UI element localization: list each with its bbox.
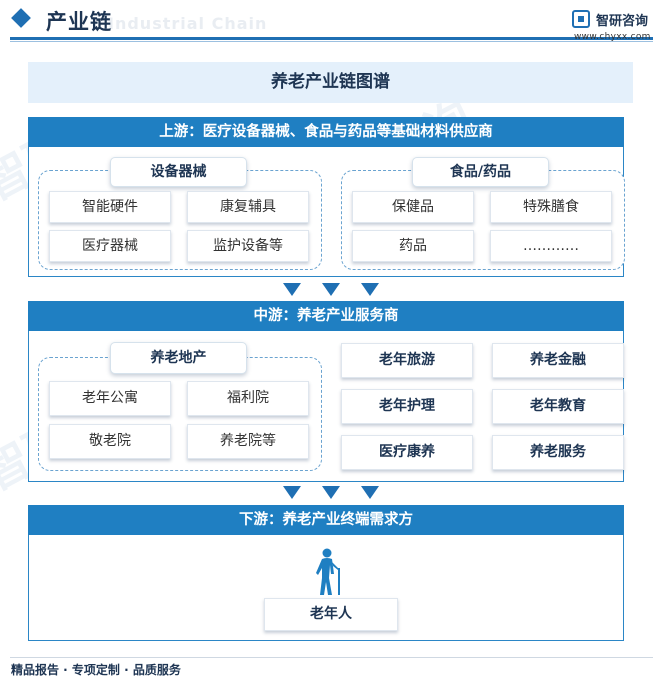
down-arrow-icon <box>283 486 301 499</box>
header-ghost-text: Industrial Chain <box>108 14 268 33</box>
header-divider <box>10 37 653 40</box>
equipment-item: 智能硬件 <box>49 191 171 223</box>
downstream-label: 下游：养老产业终端需求方 <box>28 505 624 535</box>
service-item: 养老服务 <box>492 435 624 470</box>
header-diamond-icon <box>11 8 31 28</box>
food-item: 保健品 <box>352 191 474 223</box>
food-item: ………… <box>490 230 612 262</box>
service-item: 医疗康养 <box>341 435 473 470</box>
equipment-item: 康复辅具 <box>187 191 309 223</box>
header-divider-thin <box>10 41 653 42</box>
food-item: 特殊膳食 <box>490 191 612 223</box>
realestate-item: 福利院 <box>187 381 309 416</box>
food-item: 药品 <box>352 230 474 262</box>
equipment-item: 监护设备等 <box>187 230 309 262</box>
elderly-person-icon <box>316 548 340 595</box>
diagram-title: 养老产业链图谱 <box>28 62 633 103</box>
brand-logo: 智研咨询 www.chyxx.com <box>572 8 652 44</box>
service-item: 老年护理 <box>341 389 473 424</box>
page-title: 产业链 <box>46 9 112 34</box>
down-arrow-icon <box>322 283 340 296</box>
down-arrow-icon <box>283 283 301 296</box>
logo-name: 智研咨询 <box>596 14 649 29</box>
realestate-group-title: 养老地产 <box>110 342 247 374</box>
equipment-group-title: 设备器械 <box>110 157 247 187</box>
realestate-item: 养老院等 <box>187 424 309 459</box>
down-arrow-icon <box>361 486 379 499</box>
realestate-item: 老年公寓 <box>49 381 171 416</box>
upstream-label: 上游：医疗设备器械、食品与药品等基础材料供应商 <box>28 117 624 147</box>
logo-icon <box>572 10 590 28</box>
footer-divider <box>10 657 653 658</box>
midstream-label: 中游：养老产业服务商 <box>28 301 624 331</box>
service-item: 老年教育 <box>492 389 624 424</box>
footer-slogan: 精品报告 · 专项定制 · 品质服务 <box>11 663 181 677</box>
equipment-item: 医疗器械 <box>49 230 171 262</box>
realestate-item: 敬老院 <box>49 424 171 459</box>
food-group-title: 食品/药品 <box>412 157 549 187</box>
down-arrow-icon <box>322 486 340 499</box>
service-item: 老年旅游 <box>341 343 473 378</box>
downstream-item: 老年人 <box>264 598 398 631</box>
down-arrow-icon <box>361 283 379 296</box>
service-item: 养老金融 <box>492 343 624 378</box>
logo-url: www.chyxx.com <box>574 32 651 42</box>
